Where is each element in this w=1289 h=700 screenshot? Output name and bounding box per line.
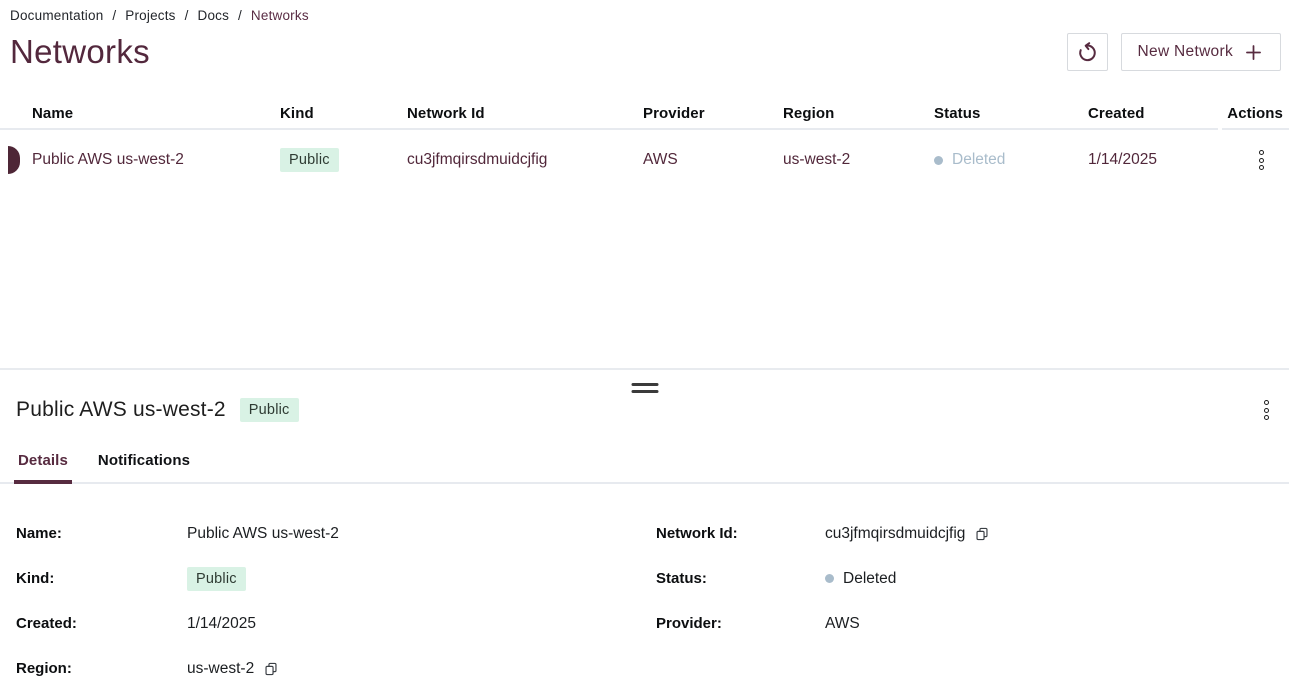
field-network-id-label: Network Id:	[656, 525, 738, 542]
field-created: Created: 1/14/2025	[16, 601, 656, 646]
breadcrumb-separator: /	[112, 8, 117, 23]
column-header-region: Region	[783, 105, 835, 122]
column-header-status: Status	[934, 105, 981, 122]
breadcrumb-item-networks: Networks	[250, 8, 309, 23]
drawer-tabs: Details Notifications	[0, 446, 1289, 484]
field-status: Status: Deleted	[656, 556, 1273, 601]
table-row[interactable]: Public AWS us-west-2 Public cu3jfmqirsdm…	[0, 130, 1289, 190]
field-network-id: Network Id: cu3jfmqirsdmuidcjfig	[656, 511, 1273, 556]
copy-icon	[264, 662, 278, 676]
page-header: Networks New Network	[0, 23, 1289, 71]
breadcrumb-separator: /	[184, 8, 189, 23]
field-created-label: Created:	[16, 615, 77, 632]
breadcrumb-item-documentation[interactable]: Documentation	[10, 8, 104, 23]
tab-notifications[interactable]: Notifications	[97, 452, 191, 469]
breadcrumb-item-projects[interactable]: Projects	[125, 8, 176, 23]
details-kind-badge: Public	[187, 566, 246, 591]
cell-network-id[interactable]: cu3jfmqirsdmuidcjfig	[407, 151, 548, 168]
header-actions: New Network	[1066, 33, 1281, 71]
field-status-label: Status:	[656, 570, 707, 587]
kebab-dot	[1259, 150, 1264, 155]
drawer-drag-handle[interactable]	[629, 381, 660, 395]
kind-badge: Public	[280, 148, 339, 172]
cell-provider: AWS	[643, 151, 678, 168]
field-kind: Kind: Public	[16, 556, 656, 601]
details-column-right: Network Id: cu3jfmqirsdmuidcjfig Statu	[656, 511, 1273, 691]
refresh-button[interactable]	[1066, 33, 1108, 71]
kebab-dot	[1259, 157, 1264, 163]
status-label: Deleted	[952, 151, 1006, 168]
field-region-value: us-west-2	[187, 660, 656, 678]
field-region-text: us-west-2	[187, 659, 255, 677]
drawer-header: Public AWS us-west-2 Public	[0, 396, 1289, 424]
breadcrumb: Documentation / Projects / Docs / Networ…	[0, 0, 1289, 23]
cell-region: us-west-2	[783, 151, 851, 168]
kebab-dot	[1264, 415, 1269, 420]
status-dot	[934, 155, 943, 165]
network-detail-drawer: Public AWS us-west-2 Public Details Noti…	[0, 368, 1289, 700]
field-provider: Provider: AWS	[656, 601, 1273, 646]
field-kind-value: Public	[187, 566, 656, 591]
copy-icon	[975, 527, 989, 541]
networks-table: Name Kind Network Id Provider Region Sta…	[0, 97, 1289, 190]
cell-name[interactable]: Public AWS us-west-2	[32, 151, 184, 168]
column-header-name: Name	[32, 105, 74, 122]
refresh-ccw-icon	[1076, 41, 1099, 64]
drag-handle-bar	[631, 390, 658, 393]
tab-details[interactable]: Details	[14, 446, 72, 484]
field-status-value: Deleted	[825, 570, 1273, 588]
column-header-provider: Provider	[643, 105, 705, 122]
breadcrumb-item-docs[interactable]: Docs	[197, 8, 230, 23]
field-network-id-value: cu3jfmqirsdmuidcjfig	[825, 525, 1273, 543]
drag-handle-bar	[631, 383, 658, 386]
column-header-created: Created	[1088, 105, 1145, 122]
cell-created: 1/14/2025	[1088, 151, 1157, 168]
page-title: Networks	[10, 33, 150, 70]
field-name-value: Public AWS us-west-2	[187, 524, 339, 542]
kebab-dot	[1264, 400, 1269, 405]
row-actions-kebab-button[interactable]	[1255, 146, 1268, 174]
field-created-value: 1/14/2025	[187, 614, 256, 632]
field-network-id-text: cu3jfmqirsdmuidcjfig	[825, 524, 966, 542]
field-name-label: Name:	[16, 525, 62, 542]
header-divider	[0, 128, 1218, 130]
kebab-dot	[1259, 165, 1264, 170]
column-header-network-id: Network Id	[407, 105, 485, 122]
details-panel: Name: Public AWS us-west-2 Kind: Public …	[0, 511, 1289, 691]
new-network-button[interactable]: New Network	[1120, 33, 1281, 71]
status-dot	[825, 574, 834, 583]
breadcrumb-separator: /	[238, 8, 242, 23]
new-network-button-label: New Network	[1137, 43, 1233, 60]
drawer-kind-badge: Public	[239, 398, 299, 422]
field-provider-value: AWS	[825, 614, 860, 632]
header-divider-actions	[1222, 128, 1289, 130]
column-header-actions: Actions	[1227, 105, 1283, 122]
copy-region-button[interactable]	[263, 661, 279, 677]
details-column-left: Name: Public AWS us-west-2 Kind: Public …	[16, 511, 656, 691]
status-label: Deleted	[843, 569, 897, 587]
field-provider-label: Provider:	[656, 615, 722, 632]
field-region-label: Region:	[16, 660, 72, 677]
plus-icon	[1243, 42, 1264, 63]
cell-kind: Public	[280, 148, 407, 172]
field-name: Name: Public AWS us-west-2	[16, 511, 656, 556]
table-header-row: Name Kind Network Id Provider Region Sta…	[0, 97, 1289, 130]
column-header-kind: Kind	[280, 105, 314, 122]
drawer-actions-kebab-button[interactable]	[1260, 396, 1273, 424]
field-kind-label: Kind:	[16, 570, 55, 587]
field-region: Region: us-west-2	[16, 646, 656, 691]
cell-actions	[1219, 146, 1289, 174]
copy-network-id-button[interactable]	[974, 526, 990, 542]
cell-status: Deleted	[934, 151, 1088, 169]
selected-row-indicator	[8, 146, 20, 174]
kebab-dot	[1264, 407, 1269, 413]
drawer-title: Public AWS us-west-2	[16, 398, 226, 421]
